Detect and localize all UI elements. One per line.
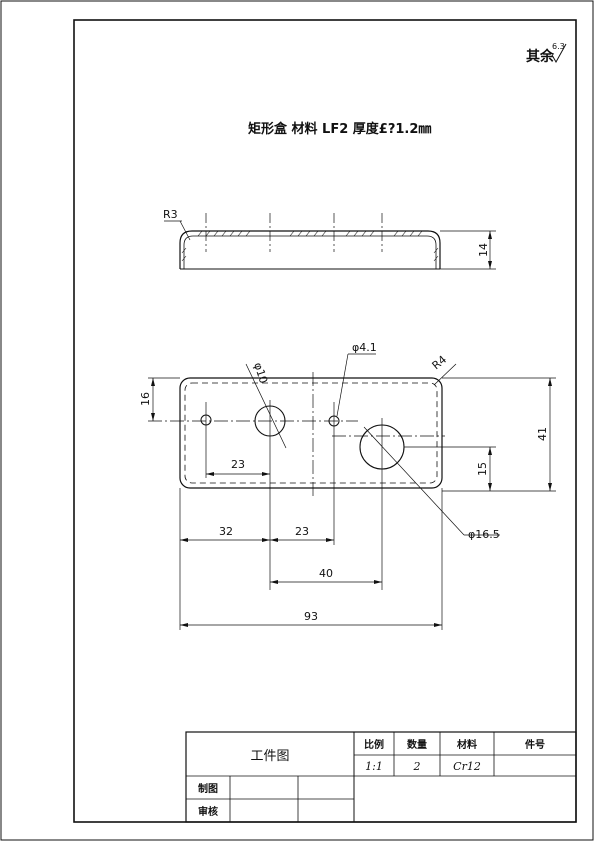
side-view: R3 14 <box>163 208 496 270</box>
dim-40-label: 40 <box>319 567 333 580</box>
dim-32-label: 32 <box>219 525 233 538</box>
tb-header-material: 材料 <box>457 738 477 751</box>
dim-23-inner-label: 23 <box>231 458 245 471</box>
tb-value-material: Cr12 <box>453 760 481 773</box>
top-view: φ4.1 φ10 R4 φ16.5 16 23 41 15 <box>139 231 556 630</box>
tb-value-scale: 1:1 <box>365 760 383 773</box>
drawing-title: 矩形盒 材料 LF2 厚度£?1.2㎜ <box>247 121 431 137</box>
tb-header-scale: 比例 <box>364 738 384 751</box>
tb-drawing-name: 工件图 <box>250 749 289 764</box>
side-height-label: 14 <box>477 243 490 257</box>
tb-role-reviewer: 审核 <box>198 805 218 818</box>
plate-inner-dashed <box>184 382 438 484</box>
tb-header-part-no: 件号 <box>525 738 545 751</box>
large-hole-label: φ16.5 <box>468 528 500 541</box>
roughness-symbol-icon <box>551 43 567 64</box>
dim-93-label: 93 <box>304 610 318 623</box>
dim-15-label: 15 <box>476 462 489 476</box>
side-radius-leader <box>179 220 191 241</box>
tb-role-drafter: 制图 <box>198 782 218 795</box>
plate-outline <box>179 377 443 489</box>
title-block-frame <box>185 731 577 823</box>
side-hatch <box>181 230 439 262</box>
corner-radius-label: R4 <box>430 353 450 372</box>
large-hole-leader <box>363 426 465 536</box>
surface-note-text: 其余 <box>526 48 555 65</box>
tb-header-qty: 数量 <box>407 738 427 751</box>
mid-hole-label: φ10 <box>251 361 270 385</box>
arrowheads <box>151 231 552 627</box>
small-hole-label: φ4.1 <box>352 341 377 354</box>
dim-23-mid-label: 23 <box>295 525 309 538</box>
mid-hole-leader <box>245 363 287 449</box>
tb-value-qty: 2 <box>413 760 421 773</box>
corner-radius-leader <box>433 363 457 386</box>
title-block: 工件图 比例 数量 材料 件号 1:1 2 Cr12 制图 审核 <box>185 731 577 823</box>
surface-note-value: 6.3 <box>552 42 565 51</box>
dim-16-label: 16 <box>139 392 152 406</box>
dim-41-label: 41 <box>536 427 549 441</box>
side-outer-profile <box>179 230 441 269</box>
small-hole-leader <box>336 353 349 417</box>
side-radius-label: R3 <box>163 208 178 221</box>
side-inner-profile <box>183 235 437 269</box>
